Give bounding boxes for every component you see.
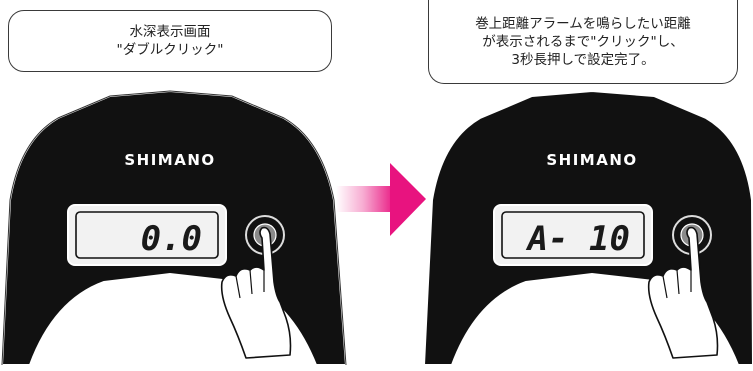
callout-right-line3: 3秒長押しで設定完了。 <box>511 51 655 68</box>
callout-alarm-setting: 巻上距離アラームを鳴らしたい距離 が表示されるまで"クリック"し、 3秒長押しで… <box>428 0 738 84</box>
arrow-right-icon <box>336 163 426 236</box>
callout-depth-display: 水深表示画面 "ダブルクリック" <box>8 10 332 72</box>
callout-right-line2: が表示されるまで"クリック"し、 <box>482 33 684 50</box>
lcd-inner-frame-after <box>501 211 645 259</box>
callout-left-line2: "ダブルクリック" <box>116 42 224 58</box>
lcd-readout-after: A- 10 <box>526 219 630 259</box>
lcd-readout-before: 0.0 <box>141 219 202 259</box>
brand-logo-before: SHIMANO <box>124 151 215 169</box>
callout-right-line1: 巻上距離アラームを鳴らしたい距離 <box>475 15 691 32</box>
lcd-frame-after <box>493 204 653 266</box>
device-after: SHIMANO A- 10 <box>422 89 753 366</box>
device-before: SHIMANO 0.0 <box>0 89 348 366</box>
lcd-frame-before <box>67 204 227 266</box>
brand-logo-after: SHIMANO <box>546 151 637 169</box>
pointing-hand-icon <box>220 226 292 359</box>
device-body-outline-before <box>1 90 347 366</box>
pointing-hand-after-icon <box>647 226 719 359</box>
callout-left-line1: 水深表示画面 <box>129 24 211 40</box>
lcd-inner-frame-before <box>75 211 219 259</box>
